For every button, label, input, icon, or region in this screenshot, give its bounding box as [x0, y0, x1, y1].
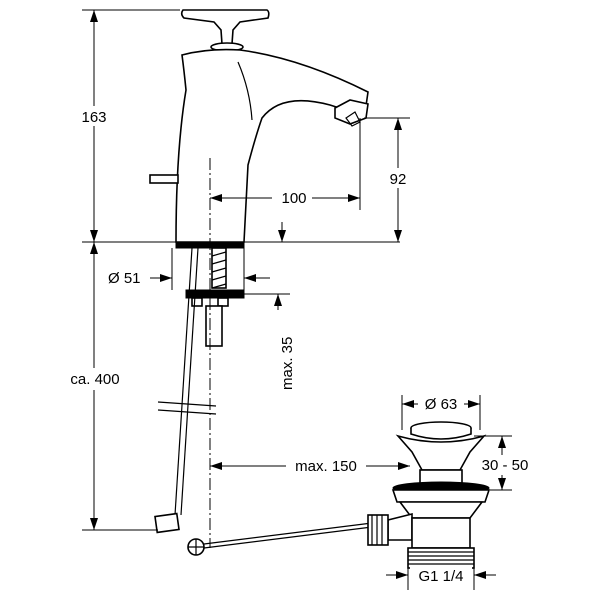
pull-rod [187, 522, 373, 556]
label-3050: 30 - 50 [482, 457, 529, 474]
fixing-rod [205, 305, 223, 347]
shank-thread [211, 251, 227, 289]
handle-top [180, 9, 270, 45]
hoses [154, 247, 217, 534]
label-100: 100 [281, 190, 306, 207]
popup-rod-knob [149, 174, 179, 184]
tailpiece-body [411, 517, 471, 549]
dimension-lines [82, 9, 512, 590]
faucet-icon [149, 9, 369, 347]
aerator-tip [345, 111, 361, 127]
flange [395, 434, 487, 471]
tailpiece-thread [407, 547, 475, 569]
body-highlight [237, 61, 253, 121]
label-g1: G1 1/4 [418, 568, 463, 585]
waste-icon [367, 421, 491, 569]
label-51: Ø 51 [108, 270, 141, 287]
label-bg-150 [286, 456, 366, 476]
label-92: 92 [390, 171, 407, 188]
label-bg-3050 [474, 455, 536, 475]
faucet-body [175, 48, 369, 243]
label-163: 163 [81, 109, 106, 126]
label-bg-400 [62, 368, 128, 390]
side-connector [387, 512, 413, 541]
label-400: ca. 400 [70, 371, 119, 388]
hose-break [157, 401, 217, 415]
label-35: max. 35 [279, 337, 296, 390]
label-bg-100 [272, 188, 312, 208]
overflow-nut [367, 514, 389, 546]
label-bg-63 [418, 394, 464, 414]
label-150: max. 150 [295, 458, 357, 475]
thread-lines [408, 551, 474, 565]
fixing-nut-right [217, 297, 229, 307]
overflow-nut-lines [371, 515, 383, 545]
hose-line-a [174, 247, 193, 516]
label-63: Ø 63 [425, 396, 458, 413]
hose-nut [154, 512, 180, 534]
label-bg-92 [382, 168, 414, 188]
rod-a [195, 522, 373, 546]
label-bg-g1 [410, 566, 472, 586]
fixing-nut-left [191, 297, 203, 307]
rod-b [195, 526, 373, 550]
plug-rim [410, 428, 472, 440]
label-bg-163 [76, 106, 112, 126]
waste-nut [391, 489, 491, 503]
rod-clamp-cross [188, 539, 204, 555]
hose-line-b [180, 247, 199, 516]
